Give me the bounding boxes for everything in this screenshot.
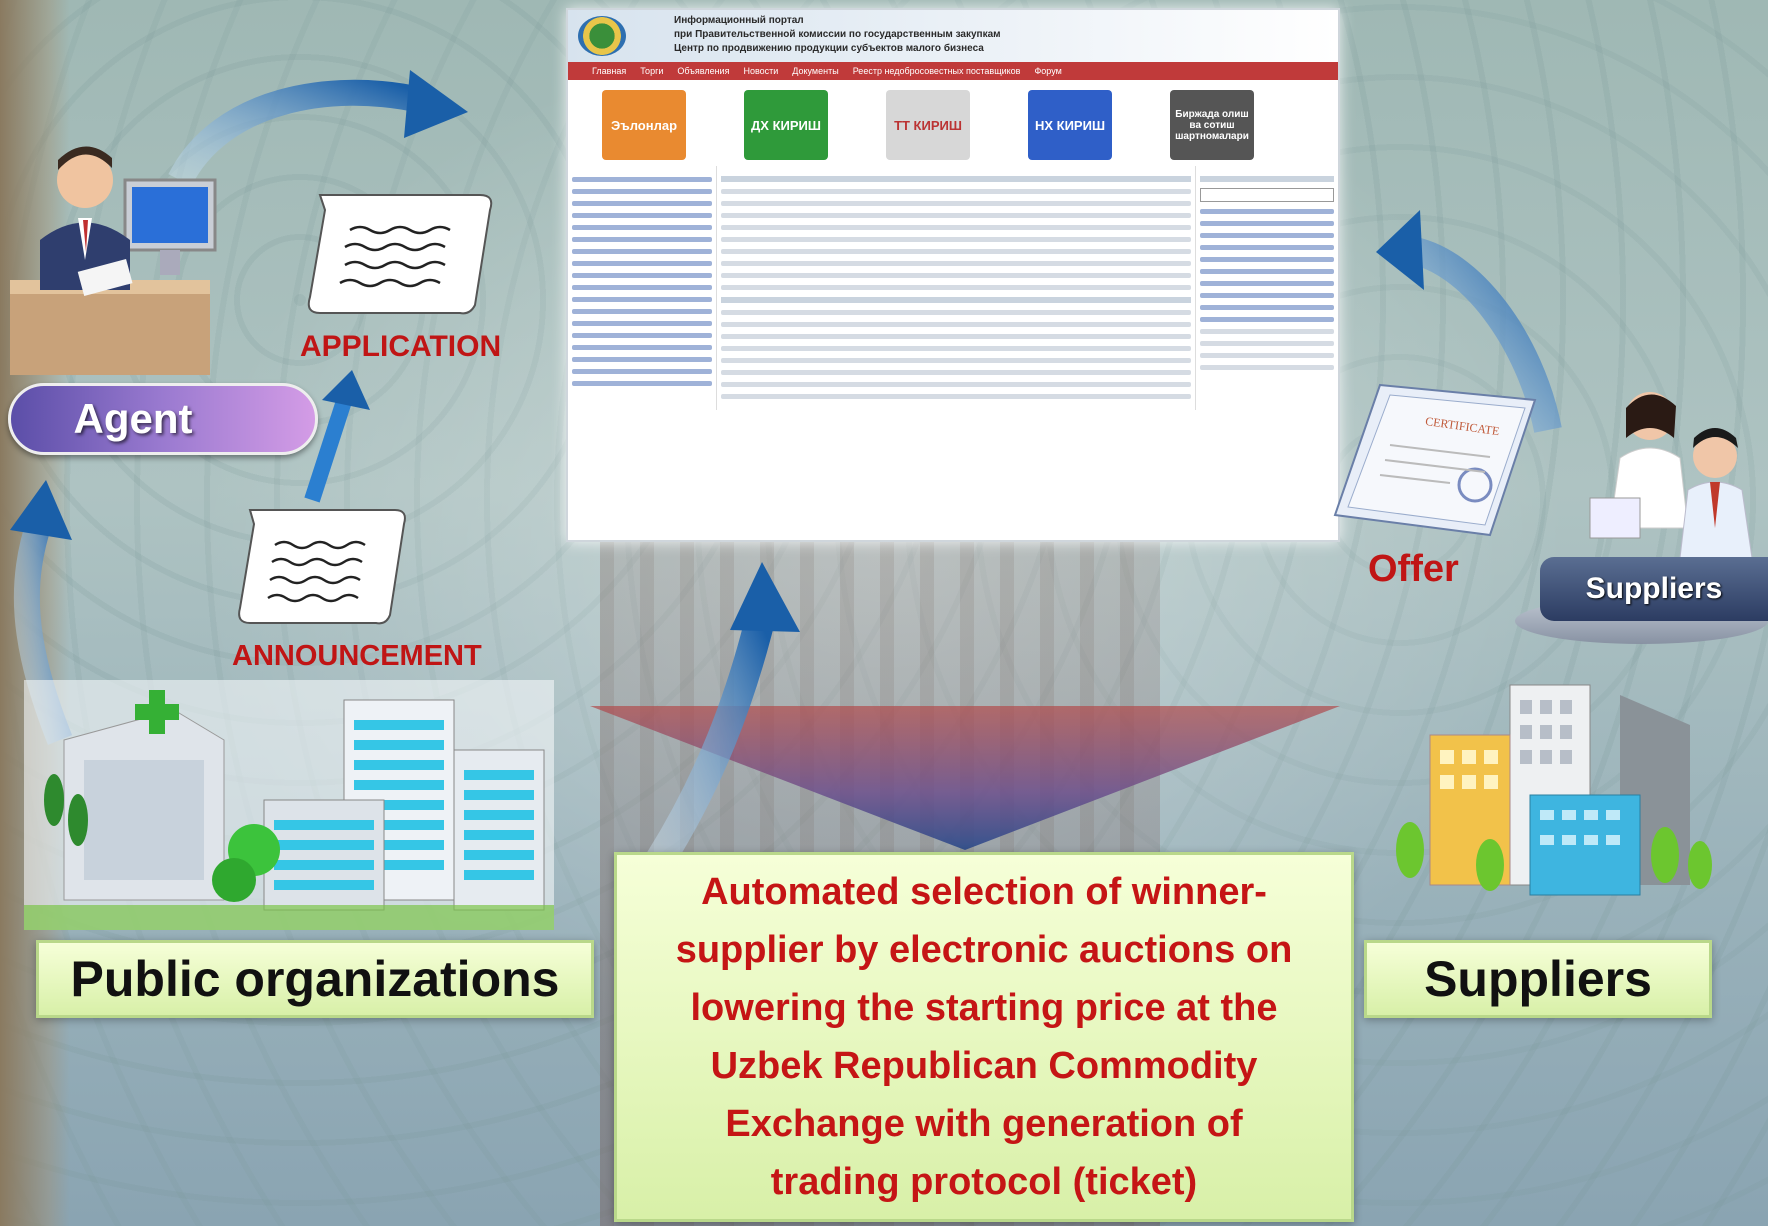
arrow-suppliers-up xyxy=(1406,236,1562,433)
portal-title-line: при Правительственной комиссии по госуда… xyxy=(674,29,1001,40)
portal-nav: Главная Торги Объявления Новости Докумен… xyxy=(568,62,1338,80)
arrow-center-up xyxy=(647,616,775,868)
portal-body xyxy=(568,166,1338,410)
certificate-icon: CERTIFICATE xyxy=(1333,383,1537,537)
scroll-icon xyxy=(307,194,493,315)
tile-nx[interactable]: НХ КИРИШ xyxy=(1028,90,1112,160)
portal-title-line: Центр по продвижению продукции субъектов… xyxy=(674,43,984,54)
public-organizations-box: Public organizations xyxy=(36,940,594,1018)
nav-item[interactable]: Торги xyxy=(640,66,664,76)
portal-title-line: Информационный портал xyxy=(674,15,804,26)
portal-title: Информационный портал при Правительствен… xyxy=(674,14,1001,56)
agent-person-icon xyxy=(10,146,217,375)
portal-header: Информационный портал при Правительствен… xyxy=(568,10,1338,62)
tile-tt[interactable]: ТТ КИРИШ xyxy=(886,90,970,160)
nav-item[interactable]: Новости xyxy=(743,66,779,76)
arrow-agent-to-portal xyxy=(168,79,423,187)
suppliers-small-label: Suppliers xyxy=(1540,557,1768,621)
tile-dx[interactable]: ДХ КИРИШ xyxy=(744,90,828,160)
portal-tiles: Эълонлар ДХ КИРИШ ТТ КИРИШ НХ КИРИШ Бирж… xyxy=(568,80,1338,166)
announcement-label: ANNOUNCEMENT xyxy=(232,640,482,672)
tile-exchange[interactable]: Биржада олиш ва сотиш шартномалари xyxy=(1170,90,1254,160)
suppliers-box: Suppliers xyxy=(1364,940,1712,1018)
buildings-icon xyxy=(1396,684,1712,896)
arrow-announcement-to-application xyxy=(304,395,353,503)
funnel-arrow xyxy=(590,706,1340,850)
portal-right-column xyxy=(1196,166,1338,410)
nav-item[interactable]: Объявления xyxy=(677,66,730,76)
agent-label: Agent xyxy=(8,383,318,455)
people-icon xyxy=(1589,392,1753,558)
buildings-icon xyxy=(24,680,554,930)
offer-label: Offer xyxy=(1368,548,1459,590)
nav-item[interactable]: Документы xyxy=(792,66,839,76)
application-label: APPLICATION xyxy=(300,330,502,363)
portal-screenshot: Информационный портал при Правительствен… xyxy=(566,8,1340,542)
center-description-box: Automated selection of winner- supplier … xyxy=(614,852,1354,1222)
nav-item[interactable]: Реестр недобросовестных поставщиков xyxy=(852,66,1021,76)
nav-item[interactable]: Форум xyxy=(1034,66,1062,76)
scroll-icon xyxy=(238,509,406,625)
portal-middle-column xyxy=(716,166,1196,410)
tile-elonlar[interactable]: Эълонлар xyxy=(602,90,686,160)
emblem-icon xyxy=(578,16,626,56)
portal-left-column xyxy=(568,166,716,410)
nav-item[interactable]: Главная xyxy=(592,66,627,76)
